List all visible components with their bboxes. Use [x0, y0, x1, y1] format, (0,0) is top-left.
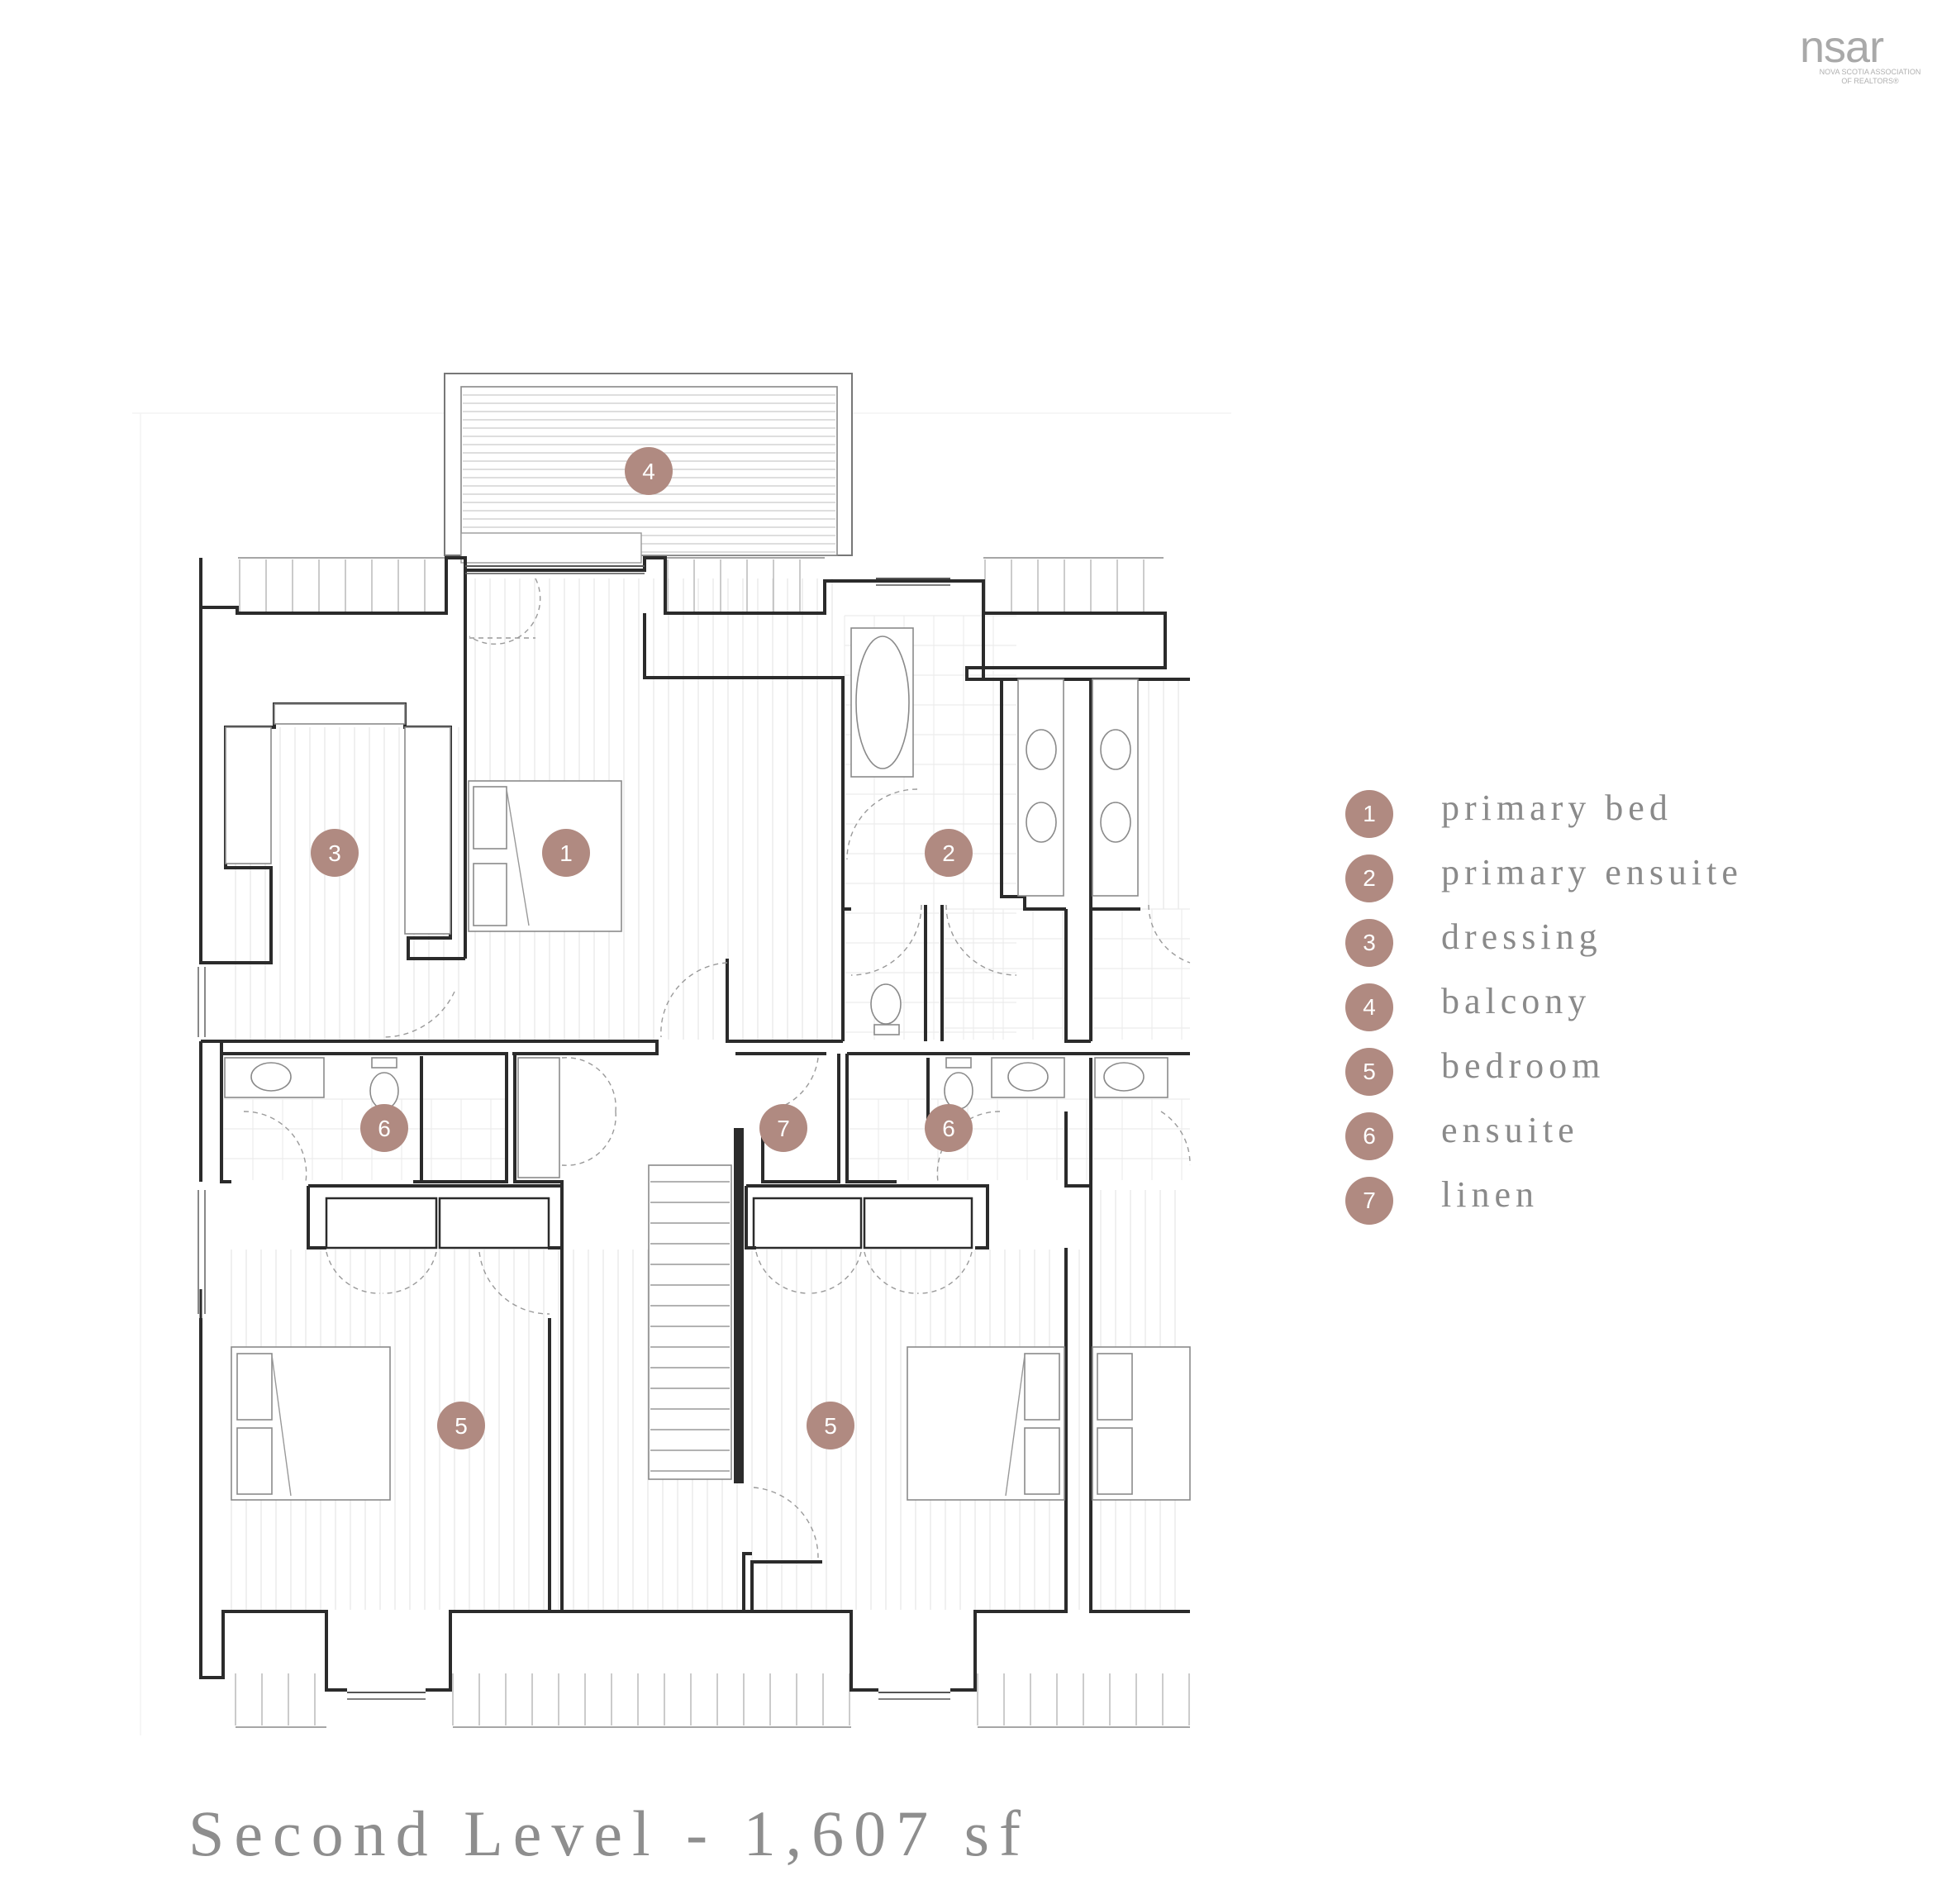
- marker-number: 4: [642, 459, 655, 484]
- logo-line2: OF REALTORS®: [1841, 77, 1899, 85]
- exterior-hatch-bottom: [235, 1673, 1190, 1728]
- legend-item-6: 6 ensuite: [1345, 1106, 1841, 1170]
- marker-number: 5: [824, 1413, 837, 1439]
- legend-number-badge: 2: [1345, 854, 1393, 902]
- legend-label: linen: [1441, 1174, 1539, 1215]
- legend-label: primary ensuite: [1441, 852, 1743, 892]
- marker-circle: [542, 829, 590, 877]
- room-marker-1: 1: [542, 829, 590, 877]
- marker-circle: [360, 1104, 408, 1152]
- legend-number-badge: 4: [1345, 983, 1393, 1031]
- room-marker-6: 6: [360, 1104, 408, 1152]
- legend-label: ensuite: [1441, 1110, 1579, 1150]
- marker-circle: [437, 1402, 485, 1449]
- room-marker-5: 5: [807, 1402, 854, 1449]
- marker-circle: [925, 1104, 973, 1152]
- marker-circle: [625, 447, 673, 495]
- legend-item-2: 2 primary ensuite: [1345, 848, 1841, 912]
- exterior-hatch-top: [238, 557, 1164, 612]
- logo-brand: nsar: [1800, 22, 1884, 72]
- legend-label: dressing: [1441, 916, 1602, 957]
- legend-item-4: 4 balcony: [1345, 977, 1841, 1041]
- legend-number-badge: 6: [1345, 1112, 1393, 1160]
- door-swings: [243, 578, 1191, 1559]
- room-marker-5: 5: [437, 1402, 485, 1449]
- legend-number-badge: 5: [1345, 1048, 1393, 1096]
- legend: 1 primary bed 2 primary ensuite 3 dressing 4 ba…: [1345, 783, 1841, 1235]
- legend-item-1: 1 primary bed: [1345, 783, 1841, 848]
- marker-circle: [759, 1104, 807, 1152]
- marker-number: 1: [559, 840, 573, 866]
- legend-label: balcony: [1441, 981, 1592, 1021]
- legend-label: primary bed: [1441, 788, 1673, 828]
- marker-number: 7: [777, 1116, 790, 1141]
- marker-circle: [311, 829, 359, 877]
- legend-item-5: 5 bedroom: [1345, 1041, 1841, 1106]
- room-marker-7: 7: [759, 1104, 807, 1152]
- marker-number: 3: [328, 840, 341, 866]
- marker-circle: [807, 1402, 854, 1449]
- legend-number-badge: 1: [1345, 790, 1393, 838]
- room-marker-6: 6: [925, 1104, 973, 1152]
- legend-item-7: 7 linen: [1345, 1170, 1841, 1235]
- walls: [199, 556, 1190, 1692]
- windows: [198, 565, 950, 1700]
- nsar-logo: nsar NOVA SCOTIA ASSOCIATION OF REALTORS…: [1800, 21, 1924, 96]
- room-marker-4: 4: [625, 447, 673, 495]
- marker-number: 5: [455, 1413, 468, 1439]
- marker-number: 6: [378, 1116, 391, 1141]
- logo-line1: NOVA SCOTIA ASSOCIATION: [1819, 68, 1921, 76]
- balcony: [444, 373, 853, 564]
- legend-number-badge: 7: [1345, 1177, 1393, 1225]
- legend-label: bedroom: [1441, 1045, 1606, 1086]
- room-marker-2: 2: [925, 829, 973, 877]
- marker-number: 6: [942, 1116, 955, 1141]
- logo-subtitle: NOVA SCOTIA ASSOCIATION OF REALTORS®: [1808, 68, 1932, 86]
- marker-number: 2: [942, 840, 955, 866]
- legend-item-3: 3 dressing: [1345, 912, 1841, 977]
- legend-number-badge: 3: [1345, 919, 1393, 967]
- room-marker-3: 3: [311, 829, 359, 877]
- room-markers: 4 3 1 2 6 7 6 5 5: [311, 447, 973, 1449]
- page-title: Second Level - 1,607 sf: [188, 1797, 1030, 1869]
- marker-circle: [925, 829, 973, 877]
